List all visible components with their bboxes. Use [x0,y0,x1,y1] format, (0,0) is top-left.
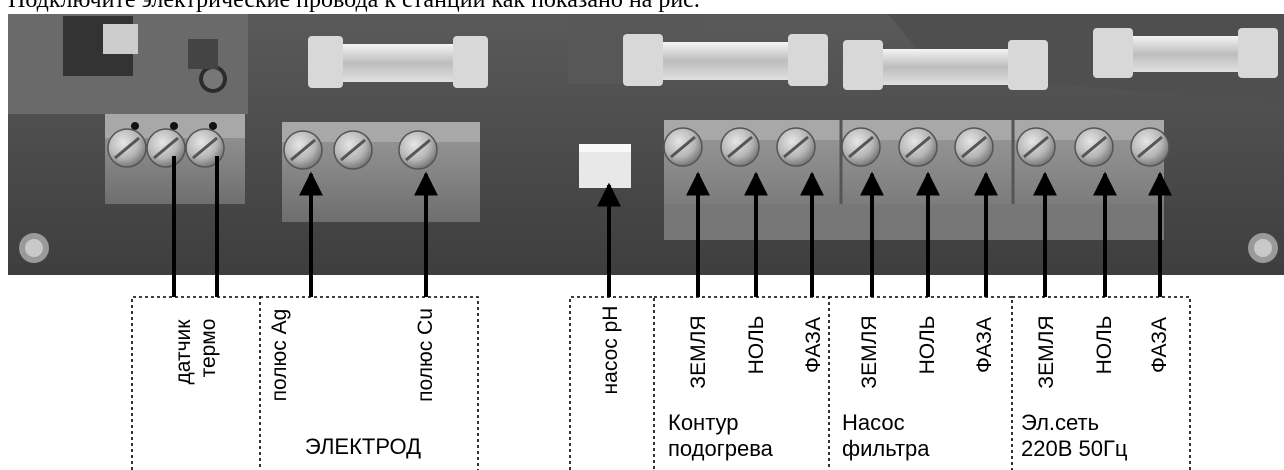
screw-slot [905,135,931,159]
title-mains-line-1: Эл.сеть [1021,410,1100,435]
screw-slot [405,138,431,162]
screw-slot [848,135,874,159]
title-heating-line-2: подогрева [668,436,773,461]
fuse-1 [308,36,488,88]
ph-pump-connector [579,144,631,188]
screw-slot [961,135,987,159]
title-filter-pump-line-2: фильтра [842,436,930,461]
label-heating-phase: ФАЗА [802,317,825,373]
label-mains-phase: ФАЗА [1148,317,1171,373]
title-filter-pump-line-1: Насос [842,410,905,435]
title-mains: Эл.сеть 220В 50Гц [1021,410,1127,462]
fuse-4 [1093,28,1278,78]
fuse-2 [623,34,828,86]
box-ph-pump [569,296,655,470]
label-sensor-1: датчик [172,319,195,385]
screw-slot [192,136,218,160]
screw-slot [670,135,696,159]
title-heating-line-1: Контур [668,410,739,435]
screw-slot [1023,135,1049,159]
label-filter-phase: ФАЗА [973,317,996,373]
box-electrode [260,296,479,470]
label-electrode-ag: полюс Ag [268,308,291,402]
label-mains-neutral: НОЛЬ [1093,315,1116,375]
fuse-3 [843,40,1048,90]
instruction-caption: Подключите электрические провода к станц… [8,0,700,13]
label-sensor-2: термо [197,318,220,378]
label-filter-neutral: НОЛЬ [916,315,939,375]
screw-slot [727,135,753,159]
label-heating-earth: ЗЕМЛЯ [687,315,710,389]
box-sensor [131,296,261,470]
screw-slot [340,138,366,162]
title-heating: Контур подогрева [668,410,773,462]
title-mains-line-2: 220В 50Гц [1021,436,1128,461]
label-filter-earth: ЗЕМЛЯ [858,315,881,389]
screw-slot [783,135,809,159]
title-filter-pump: Насос фильтра [842,410,930,462]
label-electrode-cu: полюс Cu [414,308,437,402]
terminal-board-photo [8,14,1284,275]
screw-slot [114,136,140,160]
screw-slot [1137,135,1163,159]
label-ph-pump: насос pH [599,305,622,395]
label-heating-neutral: НОЛЬ [745,315,768,375]
screw-slot [290,138,316,162]
label-mains-earth: ЗЕМЛЯ [1035,315,1058,389]
screw-slot [1081,135,1107,159]
title-electrode: ЭЛЕКТРОД [304,434,422,459]
screw-slot [153,136,179,160]
